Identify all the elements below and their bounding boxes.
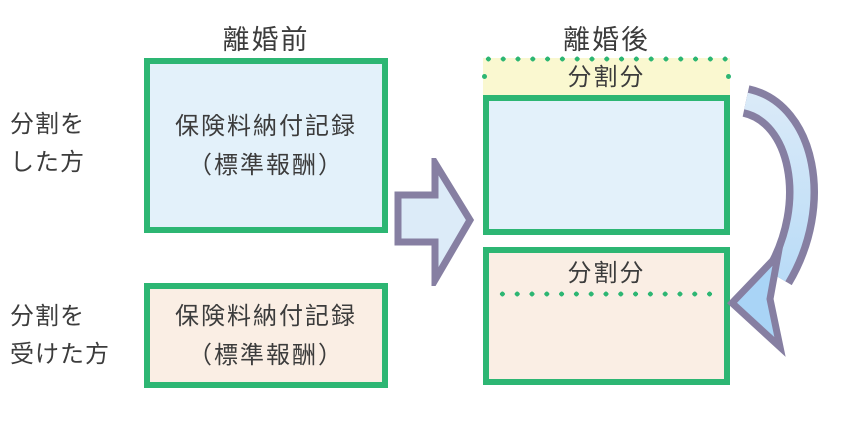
row-label-line: 分割を <box>10 303 85 330</box>
box-text-line: （標準報酬） <box>188 151 344 179</box>
row-label-line: 分割を <box>10 111 85 138</box>
dotted-border-top <box>481 56 732 62</box>
split-portion-label: 分割分 <box>567 64 646 91</box>
right-block-arrow-icon <box>394 158 475 286</box>
dotted-border-left <box>482 74 487 79</box>
column-header-before-divorce: 離婚前 <box>222 25 310 55</box>
split-portion-label: 分割分 <box>567 260 646 287</box>
box-receiver-premium-record-before: 保険料納付記録 （標準報酬） <box>144 283 388 388</box>
box-giver-premium-record-before: 保険料納付記録 （標準報酬） <box>144 58 388 233</box>
row-label-line: した方 <box>10 149 85 176</box>
box-giver-split-portion-after: 分割分 <box>481 56 732 95</box>
row-label-split-receiver: 分割を 受けた方 <box>10 298 110 374</box>
box-text-line: 保険料納付記録 <box>175 112 357 140</box>
dotted-divider <box>495 291 718 297</box>
row-label-line: 受けた方 <box>10 341 110 368</box>
box-receiver-record-after: 分割分 <box>483 247 730 385</box>
row-label-split-giver: 分割を した方 <box>10 106 85 182</box>
box-giver-remaining-record-after <box>483 95 730 235</box>
dotted-border-right <box>726 74 731 79</box>
box-text-line: （標準報酬） <box>188 341 344 369</box>
box-text-line: 保険料納付記録 <box>175 302 357 330</box>
column-header-after-divorce: 離婚後 <box>563 25 650 55</box>
curved-down-arrow-icon <box>726 85 818 357</box>
